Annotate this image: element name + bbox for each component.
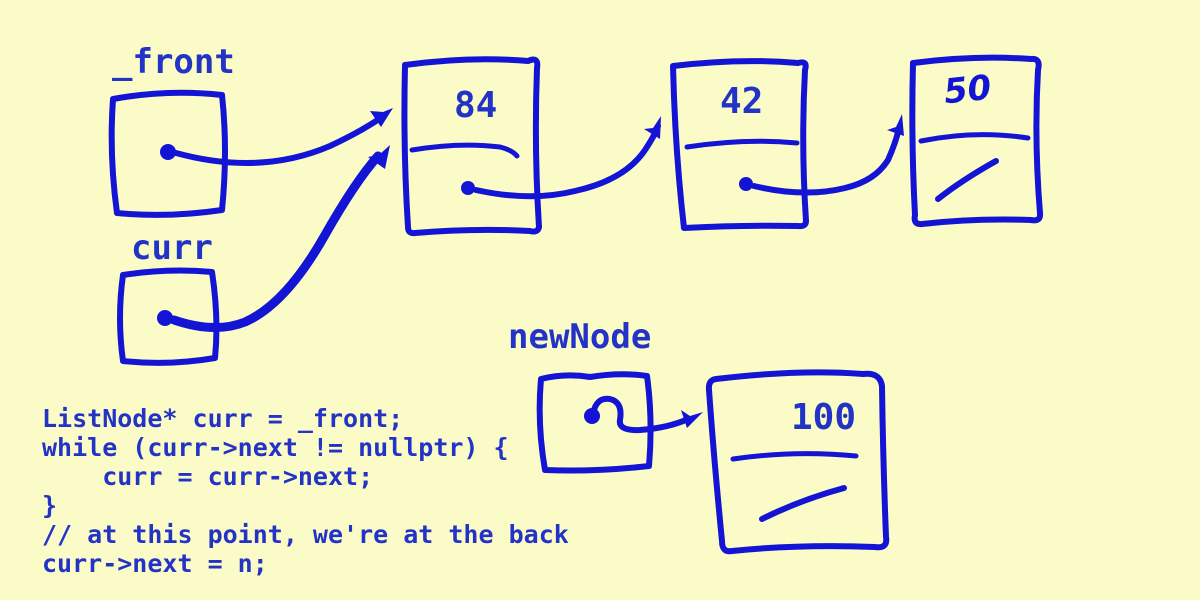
node-50-divider bbox=[918, 132, 1031, 144]
node-84-next-dot bbox=[461, 181, 475, 195]
node-84-arrowhead-icon bbox=[644, 116, 661, 139]
node-84-outline bbox=[401, 56, 542, 237]
node-84-next-arrow bbox=[473, 123, 661, 200]
node-42-arrowhead-icon bbox=[887, 114, 904, 136]
node-50-outline bbox=[909, 54, 1044, 228]
node-100-outline bbox=[705, 369, 890, 555]
node-100 bbox=[705, 369, 890, 555]
node-42-divider bbox=[684, 138, 800, 150]
node-100-divider bbox=[730, 451, 859, 462]
node-42 bbox=[670, 58, 904, 231]
code-line-3: curr = curr->next; bbox=[42, 462, 374, 491]
node-84-value: 84 bbox=[454, 85, 498, 126]
curr-pointer-dot bbox=[157, 310, 173, 326]
front-arrowhead-icon bbox=[370, 108, 393, 127]
newnode-pointer-box bbox=[536, 371, 703, 474]
code-line-1: ListNode* curr = _front; bbox=[42, 404, 404, 433]
front-pointer-dot bbox=[160, 144, 176, 160]
label-curr: curr bbox=[131, 228, 213, 268]
curr-box-outline bbox=[117, 267, 220, 366]
code-line-5: // at this point, we're at the back bbox=[42, 520, 569, 549]
label-newnode: newNode bbox=[508, 317, 652, 357]
node-84-divider bbox=[409, 142, 520, 159]
front-arrow bbox=[173, 114, 385, 166]
newnode-box-outline bbox=[536, 371, 654, 474]
newnode-arrow bbox=[590, 395, 691, 434]
code-line-2: while (curr->next != nullptr) { bbox=[42, 433, 509, 462]
curr-pointer-box bbox=[117, 145, 390, 366]
curr-arrowhead-icon bbox=[368, 145, 390, 169]
node-100-null-slash-icon bbox=[759, 485, 847, 522]
node-42-value: 42 bbox=[720, 81, 764, 122]
code-block: ListNode* curr = _front; while (curr->ne… bbox=[42, 404, 569, 578]
node-42-outline bbox=[670, 58, 809, 231]
code-line-4: } bbox=[42, 491, 58, 520]
label-front: _front bbox=[112, 42, 235, 82]
node-50-value: 50 bbox=[942, 67, 994, 113]
node-100-value: 100 bbox=[791, 397, 857, 438]
node-50 bbox=[909, 54, 1044, 228]
front-box-outline bbox=[108, 89, 228, 218]
newnode-arrowhead-icon bbox=[681, 410, 703, 428]
curr-arrow bbox=[169, 151, 383, 333]
node-42-next-dot bbox=[739, 177, 753, 191]
front-pointer-box bbox=[108, 89, 393, 218]
code-line-6: curr->next = n; bbox=[42, 549, 268, 578]
node-50-null-slash-icon bbox=[935, 158, 999, 202]
node-84 bbox=[401, 56, 661, 237]
node-42-next-arrow bbox=[751, 125, 902, 196]
